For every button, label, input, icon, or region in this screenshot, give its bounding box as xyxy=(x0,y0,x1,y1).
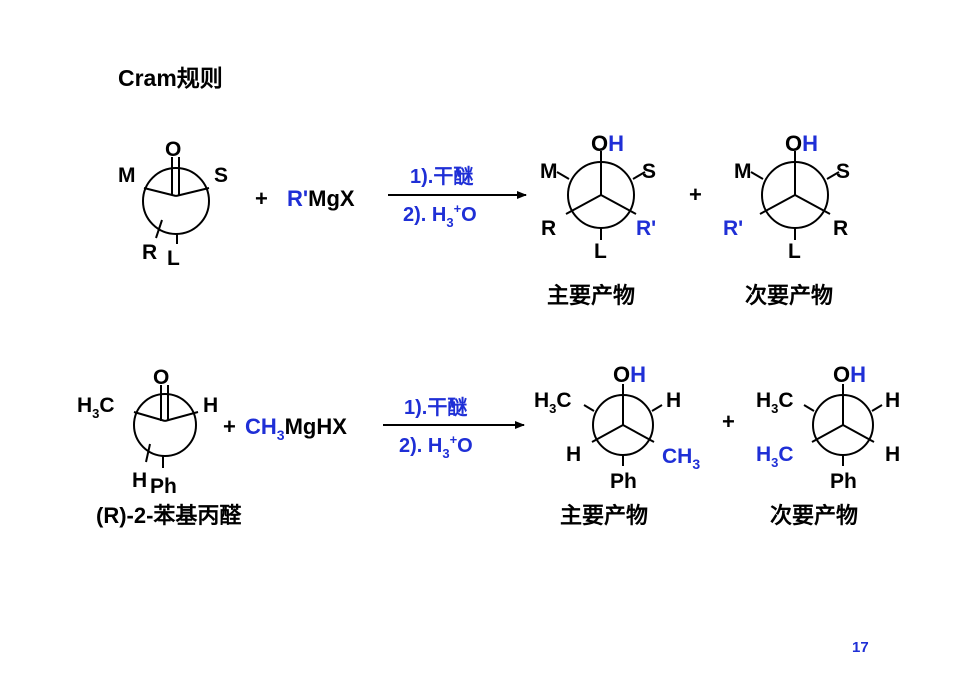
substituent-methyl: H3C xyxy=(756,389,794,416)
back-bond-s xyxy=(632,171,646,180)
substituent-r: R xyxy=(833,217,848,240)
back-bond-methyl xyxy=(583,404,595,412)
substituent-ch3-left: H3C xyxy=(756,443,794,470)
substituent-h: H xyxy=(666,389,681,412)
hydroxyl-group: OH xyxy=(591,131,624,156)
substituent-r-prime: R' xyxy=(723,217,743,240)
back-bond-m xyxy=(750,171,764,180)
substituent-r: R xyxy=(541,217,556,240)
bond-to-methyl xyxy=(133,411,166,422)
reaction1-reactant: O M S R L xyxy=(118,138,228,270)
major-product-caption: 主要产物 xyxy=(560,503,648,528)
carbonyl-oxygen: O xyxy=(153,366,169,389)
page-number: 17 xyxy=(852,639,869,656)
reaction2: O H3C H H Ph (R)-2-苯基丙醛 + CH3MgHX 1).干醚 … xyxy=(77,362,900,528)
substituent-m: M xyxy=(734,160,752,183)
front-bond-r xyxy=(565,194,602,215)
hydroxyl-group: OH xyxy=(613,362,646,387)
substituent-methyl: H3C xyxy=(534,389,572,416)
hydroxyl-group: OH xyxy=(833,362,866,387)
substituent-methyl: H3C xyxy=(77,394,115,421)
front-bond-r xyxy=(794,194,831,215)
substituent-l: L xyxy=(167,247,180,270)
substituent-h: H xyxy=(885,389,900,412)
condition-step1: 1).干醚 xyxy=(404,395,467,419)
reactant-plus: + xyxy=(255,186,268,211)
newman-circle xyxy=(142,167,210,235)
reagent-grignard: CH3MgHX xyxy=(245,414,347,443)
substituent-h: H xyxy=(203,394,218,417)
back-bond-m xyxy=(556,171,570,180)
reactant-name: (R)-2-苯基丙醛 xyxy=(96,503,242,528)
products-plus: + xyxy=(689,182,702,207)
front-bond-methyl xyxy=(622,424,655,443)
minor-product-caption: 次要产物 xyxy=(770,503,858,528)
substituent-m: M xyxy=(118,164,136,187)
bond-to-s xyxy=(175,187,210,197)
substituent-m: M xyxy=(540,160,558,183)
reagent-r-prime: R' xyxy=(287,186,308,211)
carbonyl-oxygen: O xyxy=(165,138,181,161)
condition-step2: 2). H3+O xyxy=(403,201,477,230)
products-plus: + xyxy=(722,409,735,434)
reagent-mgx: MgX xyxy=(308,186,355,211)
back-bond-h xyxy=(871,404,883,412)
condition-step2: 2). H3+O xyxy=(399,432,473,461)
substituent-l: L xyxy=(594,240,607,263)
newman-circle xyxy=(133,393,197,457)
back-bond-methyl xyxy=(803,404,815,412)
substituent-phenyl: Ph xyxy=(610,470,637,493)
reaction2-minor-product: OH H3C H H3C H Ph 次要产物 xyxy=(756,362,900,528)
front-bond-r-prime xyxy=(759,194,796,215)
minor-product-caption: 次要产物 xyxy=(745,283,833,308)
substituent-phenyl: Ph xyxy=(150,475,177,498)
reaction1-major-product: OH M S R R' L 主要产物 xyxy=(540,131,656,308)
bond-to-bottom-h xyxy=(145,443,151,463)
bond-to-r xyxy=(155,219,163,239)
substituent-ch3: CH3 xyxy=(662,445,700,472)
front-bond-h xyxy=(591,424,624,443)
major-product-caption: 主要产物 xyxy=(547,283,635,308)
reaction2-reactant: O H3C H H Ph (R)-2-苯基丙醛 xyxy=(77,366,242,528)
front-bond-h xyxy=(842,424,875,443)
substituent-phenyl: Ph xyxy=(830,470,857,493)
front-bond-r-prime xyxy=(600,194,637,215)
substituent-h-right: H xyxy=(885,443,900,466)
substituent-r-prime: R' xyxy=(636,217,656,240)
substituent-r: R xyxy=(142,241,157,264)
substituent-s: S xyxy=(836,160,850,183)
hydroxyl-group: OH xyxy=(785,131,818,156)
substituent-h-left: H xyxy=(566,443,581,466)
substituent-s: S xyxy=(214,164,228,187)
reactant-plus: + xyxy=(223,414,236,439)
substituent-bottom-h: H xyxy=(132,469,147,492)
slide-title: Cram规则 xyxy=(118,65,223,91)
reagent-grignard: R'MgX xyxy=(287,186,355,211)
bond-to-m xyxy=(143,187,177,197)
back-bond-s xyxy=(826,171,840,180)
reaction1-minor-product: OH M S R' R L 次要产物 xyxy=(723,131,850,308)
substituent-s: S xyxy=(642,160,656,183)
back-bond-h xyxy=(651,404,663,412)
front-bond-methyl xyxy=(811,424,844,443)
reaction2-major-product: OH H3C H H CH3 Ph 主要产物 xyxy=(534,362,700,528)
reaction1: O M S R L + R'MgX 1).干醚 2). H3+O OH M S … xyxy=(118,131,850,308)
condition-step1: 1).干醚 xyxy=(410,164,473,188)
substituent-l: L xyxy=(788,240,801,263)
bond-to-h xyxy=(164,411,199,422)
